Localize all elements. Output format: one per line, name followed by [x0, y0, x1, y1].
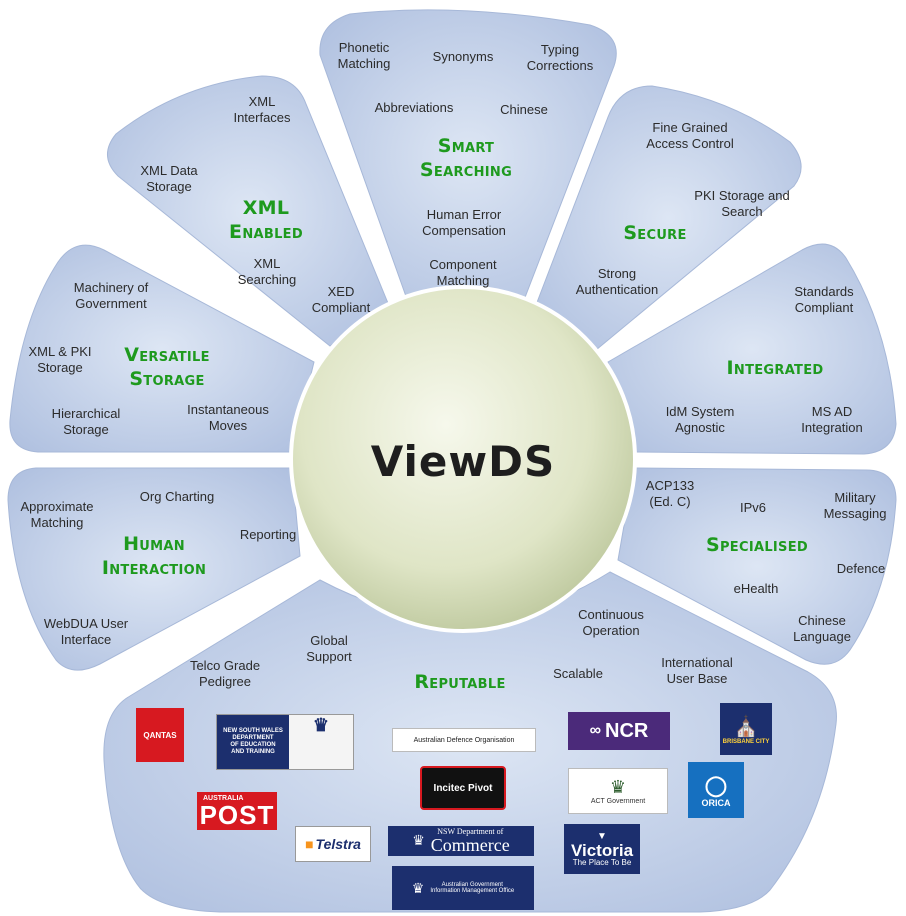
- item-org-charting: Org Charting: [139, 489, 215, 504]
- petal-human-interaction: [7, 467, 301, 671]
- item-xml-interfaces: XML Interfaces: [233, 94, 291, 125]
- item-global-support: Global Support: [306, 633, 352, 664]
- item-fine-grained-access-control: Fine Grained Access Control: [646, 120, 734, 151]
- item-abbreviations: Abbreviations: [374, 100, 454, 115]
- item-component-matching: Component Matching: [429, 257, 497, 288]
- orica-symbol-icon: ◯: [704, 774, 728, 797]
- item-human-error-compensation: Human Error Compensation: [422, 207, 506, 238]
- item-hierarchical-storage: Hierarchical Storage: [51, 406, 121, 437]
- petal-smart-searching: [319, 9, 617, 303]
- defence-logo: Australian Defence Organisation: [392, 728, 536, 752]
- hub-circle: [289, 285, 637, 633]
- item-defence: Defence: [836, 561, 886, 576]
- act-crest-icon: ♛: [609, 777, 627, 797]
- item-idm-system-agnostic: IdM System Agnostic: [665, 404, 735, 435]
- item-pki-storage-and-search: PKI Storage and Search: [694, 188, 790, 219]
- brisbane-logo: ⛪ BRISBANE CITY: [720, 703, 772, 755]
- item-xml-searching: XML Searching: [237, 256, 297, 287]
- item-standards-compliant: Standards Compliant: [794, 284, 854, 315]
- incitec-pivot-logo: Incitec Pivot: [420, 766, 506, 810]
- heading-smart-searching: Smart Searching: [419, 135, 513, 181]
- qantas-logo: QANTAS: [136, 708, 184, 762]
- item-xml-data-storage: XML Data Storage: [140, 163, 198, 194]
- item-typing-corrections: Typing Corrections: [526, 42, 594, 73]
- heading-integrated: Integrated: [726, 357, 824, 379]
- item-military-messaging: Military Messaging: [823, 490, 887, 521]
- item-webdua-user-interface: WebDUA User Interface: [43, 616, 129, 647]
- item-xml-pki-storage: XML & PKI Storage: [28, 344, 92, 375]
- item-acp133: ACP133 (Ed. C): [645, 478, 695, 509]
- agimo-logo: ♛ Australian Government Information Mana…: [392, 866, 534, 910]
- petal-secure: [535, 85, 802, 351]
- petal-specialised: [617, 467, 897, 665]
- petal-versatile-storage: [9, 244, 315, 453]
- heading-reputable: Reputable: [414, 671, 506, 693]
- commonwealth-crest-icon: ♛: [411, 879, 425, 896]
- item-xed-compliant: XED Compliant: [311, 284, 371, 315]
- victoria-logo: ▼ Victoria The Place To Be: [564, 824, 640, 874]
- orica-logo: ◯ ORICA: [688, 762, 744, 818]
- ncr-rings-icon: ∞: [589, 722, 602, 739]
- item-machinery-of-government: Machinery of Government: [73, 280, 149, 311]
- nsw-commerce-logo: ♛ NSW Department of Commerce: [388, 826, 534, 856]
- nsw-crest-icon: ♛: [412, 833, 425, 849]
- petal-xml-enabled: [107, 75, 391, 347]
- item-instantaneous-moves: Instantaneous Moves: [187, 402, 269, 433]
- item-telco-grade-pedigree: Telco Grade Pedigree: [189, 658, 261, 689]
- victoria-map-icon: ▼: [597, 830, 607, 842]
- item-chinese: Chinese: [500, 102, 548, 117]
- item-ipv6: IPv6: [739, 500, 767, 515]
- petal-integrated: [607, 243, 897, 455]
- item-ehealth: eHealth: [733, 581, 779, 596]
- item-chinese-language: Chinese Language: [793, 613, 851, 644]
- nsw-education-text: NEW SOUTH WALES DEPARTMENT OF EDUCATION …: [217, 715, 289, 769]
- heading-xml-enabled: XML Enabled: [229, 197, 303, 243]
- ncr-logo: ∞NCR: [568, 712, 670, 750]
- item-synonyms: Synonyms: [432, 49, 494, 64]
- telstra-t-icon: ■: [305, 836, 314, 852]
- heading-specialised: Specialised: [706, 534, 808, 556]
- nsw-education-logo: NEW SOUTH WALES DEPARTMENT OF EDUCATION …: [216, 714, 354, 770]
- item-international-user-base: International User Base: [661, 655, 733, 686]
- heading-human-interaction: Human Interaction: [101, 533, 207, 579]
- crest-icon: ♛: [289, 715, 353, 769]
- heading-versatile-storage: Versatile Storage: [124, 344, 210, 390]
- item-continuous-operation: Continuous Operation: [578, 607, 644, 638]
- item-scalable: Scalable: [553, 666, 603, 681]
- act-government-logo: ♛ ACT Government: [568, 768, 668, 814]
- center-title: ViewDS: [370, 437, 556, 486]
- item-strong-authentication: Strong Authentication: [575, 266, 659, 297]
- item-ms-ad-integration: MS AD Integration: [801, 404, 863, 435]
- heading-secure: Secure: [623, 222, 687, 244]
- item-phonetic-matching: Phonetic Matching: [337, 40, 391, 71]
- item-reporting: Reporting: [239, 527, 297, 542]
- item-approximate-matching: Approximate Matching: [20, 499, 94, 530]
- telstra-logo: ■Telstra: [295, 826, 371, 862]
- australia-post-logo: AUSTRALIA POST: [197, 792, 277, 830]
- city-hall-icon: ⛪: [733, 715, 759, 738]
